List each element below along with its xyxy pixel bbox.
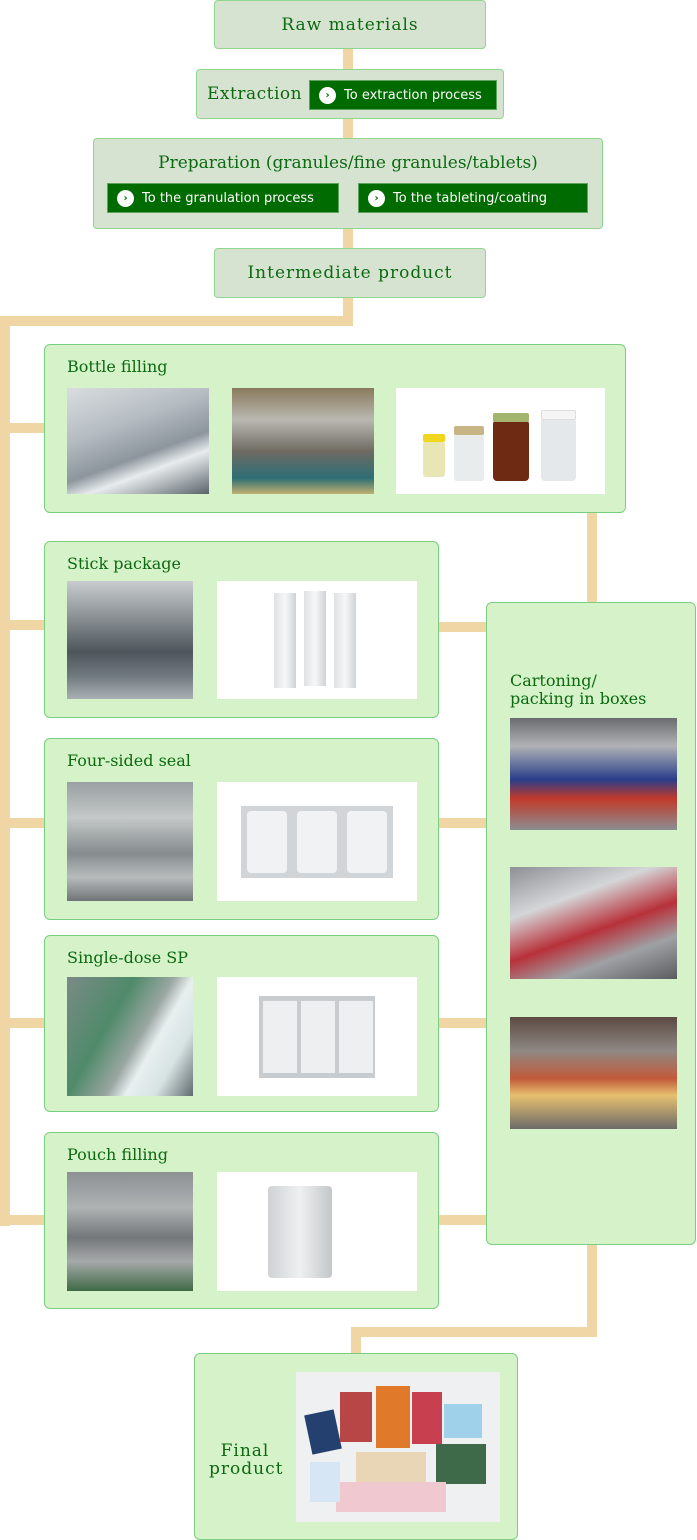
cartoning-machine-photo-3 bbox=[510, 1017, 677, 1129]
connector-line bbox=[438, 1018, 488, 1028]
stick-package-panel: Stick package bbox=[44, 541, 439, 718]
final-product-line1: Final bbox=[220, 1441, 270, 1461]
final-product-line2: product bbox=[209, 1459, 284, 1479]
connector-line bbox=[0, 1018, 46, 1028]
bottles-photo bbox=[396, 388, 605, 494]
pouch-photo bbox=[217, 1172, 417, 1291]
bottle-filling-panel: Bottle filling bbox=[44, 344, 626, 513]
connector-line bbox=[351, 1327, 597, 1337]
connector-line bbox=[0, 316, 353, 326]
panel-title: Bottle filling bbox=[67, 357, 168, 376]
chevron-right-icon: › bbox=[117, 189, 134, 207]
cartoning-machine-photo-2 bbox=[510, 867, 677, 979]
to-granulation-process-button[interactable]: › To the granulation process bbox=[107, 183, 339, 213]
extraction-box: Extraction › To extraction process bbox=[196, 69, 504, 119]
connector-line bbox=[438, 622, 488, 632]
connector-line bbox=[343, 297, 353, 326]
connector-line bbox=[587, 512, 597, 604]
connector-line bbox=[343, 228, 353, 250]
extraction-label: Extraction bbox=[207, 84, 303, 104]
stick-packs-photo bbox=[217, 581, 417, 699]
final-product-panel: Final product bbox=[194, 1353, 518, 1540]
single-dose-sp-panel: Single-dose SP bbox=[44, 935, 439, 1112]
bottle-filling-machine-photo bbox=[67, 388, 209, 494]
panel-title: Single-dose SP bbox=[67, 948, 188, 967]
four-sided-seal-packs-photo bbox=[217, 782, 417, 901]
four-sided-seal-machine-photo bbox=[67, 782, 193, 901]
button-label: To the tableting/coating bbox=[393, 190, 548, 206]
pouch-filling-machine-photo bbox=[67, 1172, 193, 1291]
bottle-capping-machine-photo bbox=[232, 388, 374, 494]
connector-line bbox=[351, 1327, 361, 1355]
cartoning-title-line1: Cartoning/ bbox=[510, 671, 597, 690]
raw-materials-label: Raw materials bbox=[281, 15, 419, 35]
connector-line bbox=[438, 1215, 488, 1225]
chevron-right-icon: › bbox=[319, 86, 336, 104]
chevron-right-icon: › bbox=[368, 189, 385, 207]
preparation-label: Preparation (granules/fine granules/tabl… bbox=[158, 153, 538, 173]
preparation-box: Preparation (granules/fine granules/tabl… bbox=[93, 138, 603, 229]
raw-materials-box: Raw materials bbox=[214, 0, 486, 49]
intermediate-product-label: Intermediate product bbox=[247, 263, 453, 283]
single-dose-sp-machine-photo bbox=[67, 977, 193, 1096]
connector-line bbox=[438, 818, 488, 828]
panel-title: Stick package bbox=[67, 554, 181, 573]
intermediate-product-box: Intermediate product bbox=[214, 248, 486, 298]
connector-line bbox=[0, 620, 46, 630]
final-products-photo bbox=[296, 1372, 500, 1522]
stick-package-machine-photo bbox=[67, 581, 193, 699]
panel-title: Four-sided seal bbox=[67, 751, 191, 770]
connector-line bbox=[0, 423, 46, 433]
cartoning-machine-photo-1 bbox=[510, 718, 677, 830]
to-tableting-coating-button[interactable]: › To the tableting/coating bbox=[358, 183, 588, 213]
cartoning-panel: Cartoning/ packing in boxes bbox=[486, 602, 696, 1245]
pouch-filling-panel: Pouch filling bbox=[44, 1132, 439, 1309]
connector-line bbox=[0, 316, 10, 1226]
connector-line bbox=[0, 818, 46, 828]
connector-line bbox=[587, 1243, 597, 1337]
connector-line bbox=[343, 118, 353, 140]
connector-line bbox=[343, 48, 353, 70]
panel-title: Pouch filling bbox=[67, 1145, 168, 1164]
button-label: To the granulation process bbox=[142, 190, 314, 206]
four-sided-seal-panel: Four-sided seal bbox=[44, 738, 439, 920]
connector-line bbox=[0, 1215, 46, 1225]
cartoning-title-line2: packing in boxes bbox=[510, 689, 647, 708]
button-label: To extraction process bbox=[344, 87, 482, 103]
to-extraction-process-button[interactable]: › To extraction process bbox=[309, 80, 497, 110]
single-dose-sp-packs-photo bbox=[217, 977, 417, 1096]
